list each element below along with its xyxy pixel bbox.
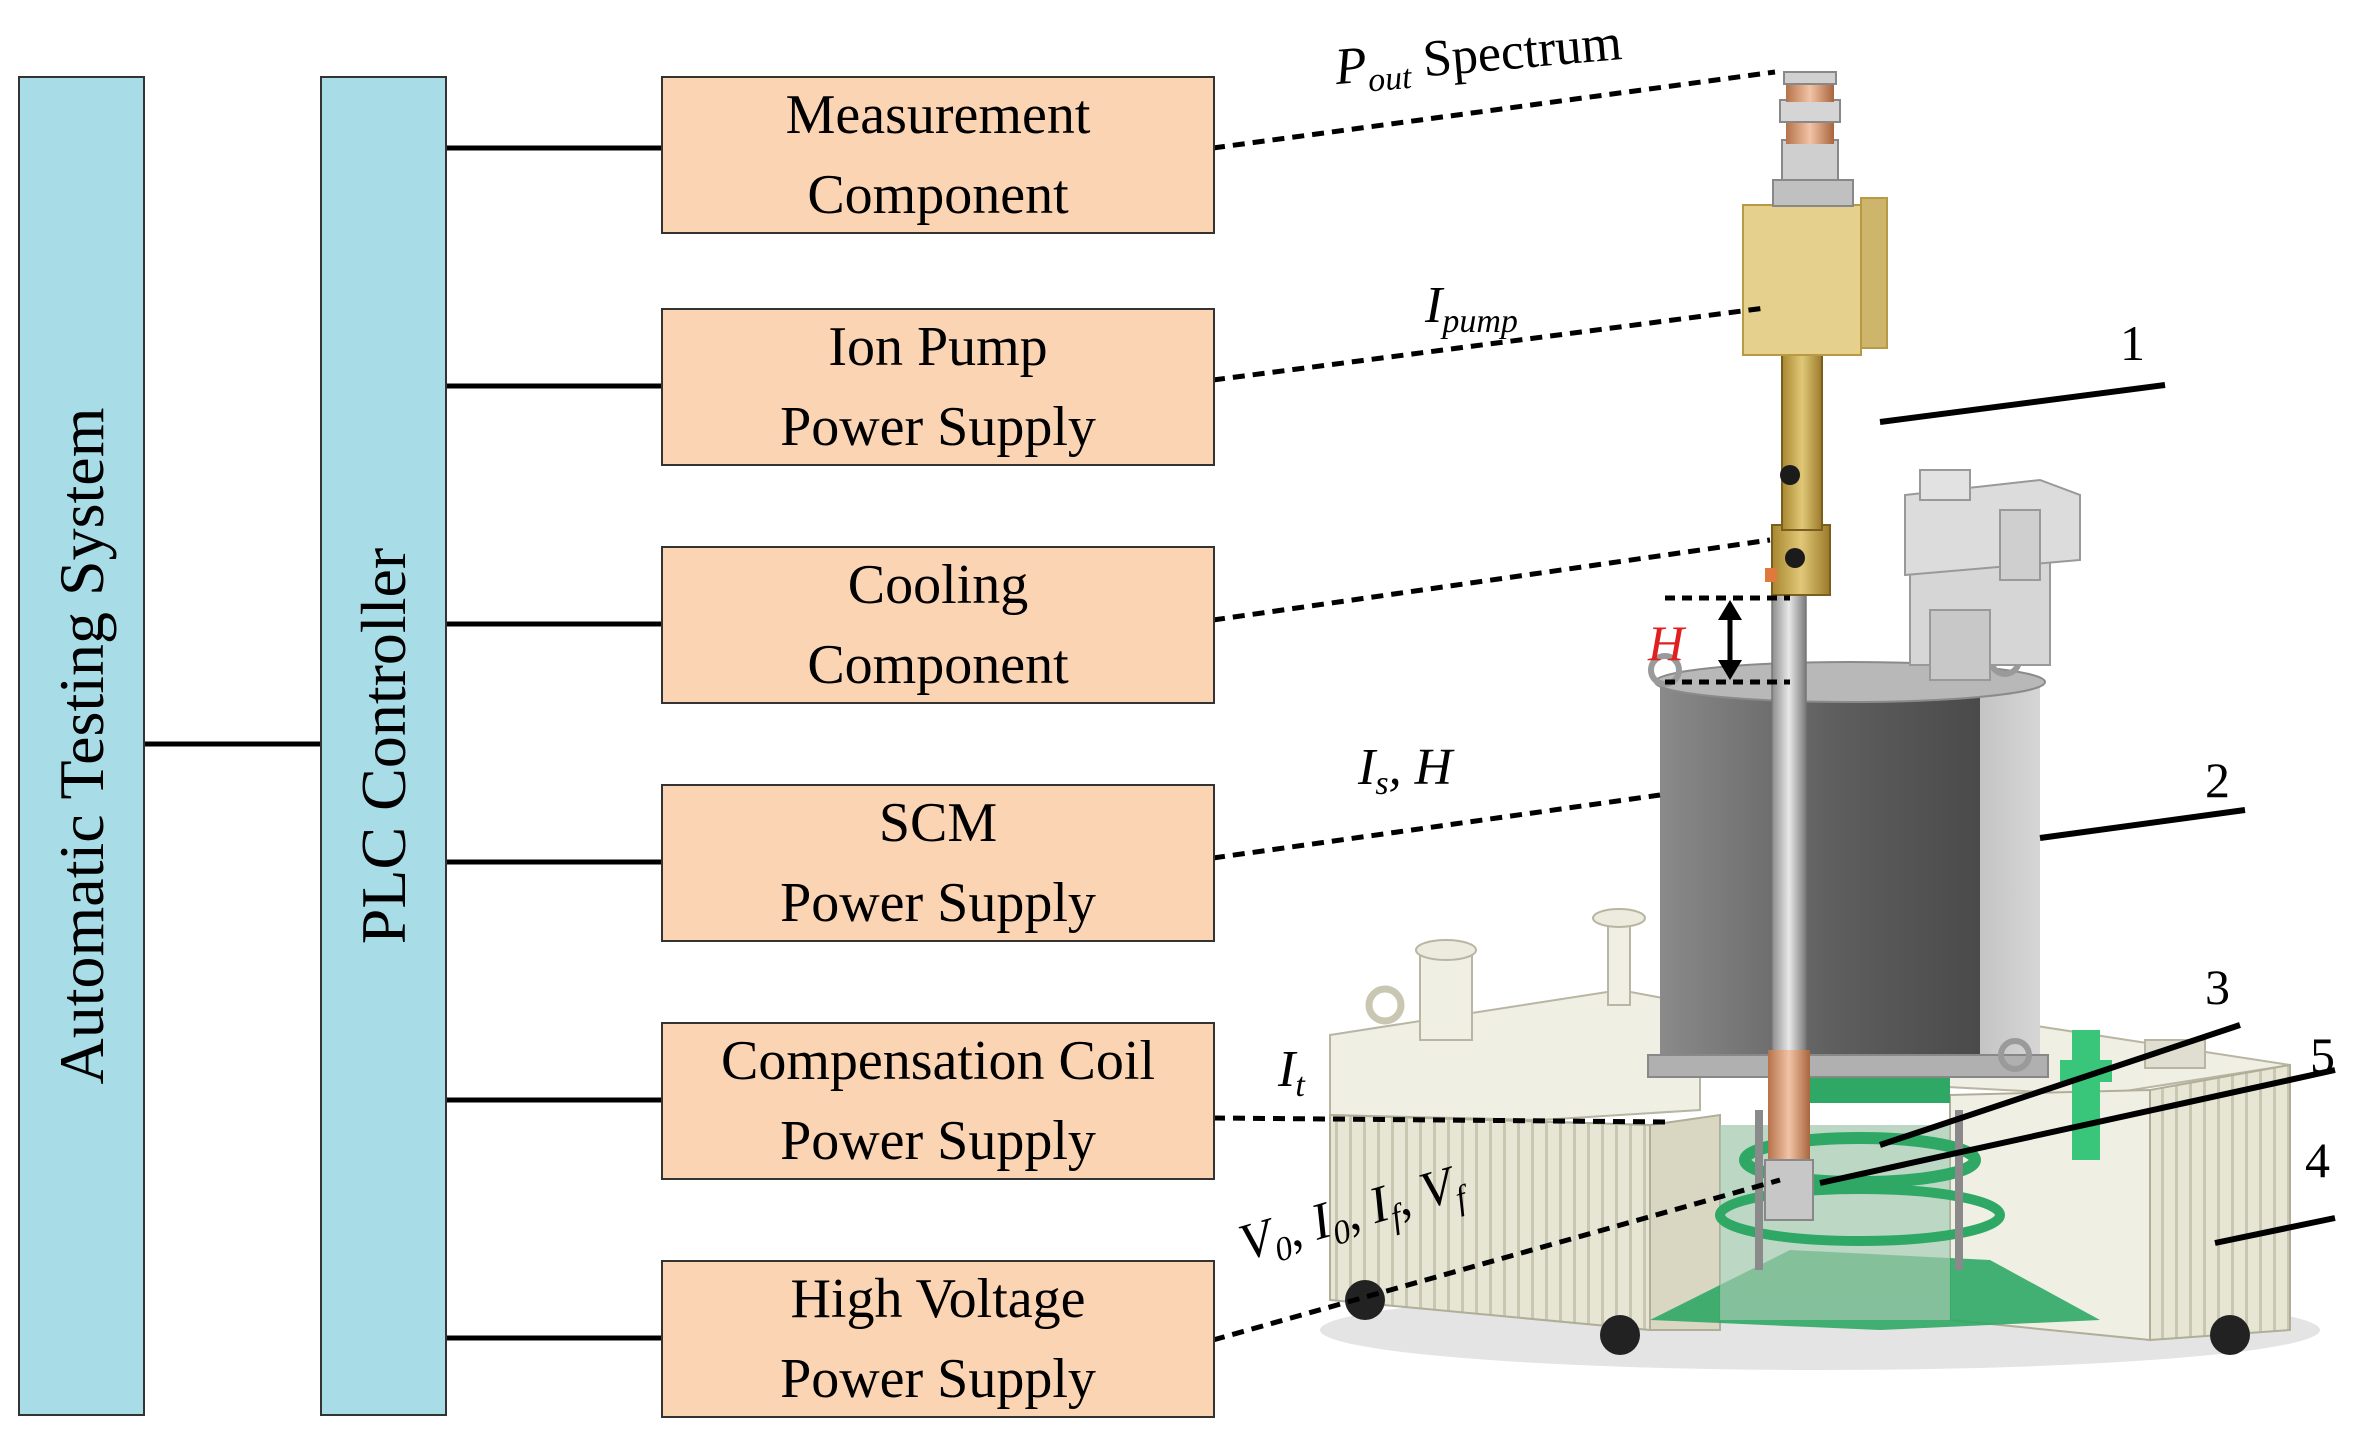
cooling-callout bbox=[1212, 537, 1771, 623]
h-distance-label: H bbox=[1648, 615, 1685, 671]
lifting-eye bbox=[1998, 1038, 2032, 1072]
is-h-label: Is, H bbox=[1358, 739, 1453, 803]
output-copper bbox=[1786, 120, 1834, 144]
measurement-callout bbox=[1212, 69, 1776, 151]
part-leader-1 bbox=[1879, 382, 2166, 425]
part-number-4: 4 bbox=[2305, 1132, 2330, 1188]
center-tube bbox=[1771, 579, 1807, 1101]
it-label: It bbox=[1278, 1041, 1305, 1105]
magnet-bottom-flange bbox=[1647, 1054, 2049, 1078]
compensation-coil-callout bbox=[1212, 1115, 1671, 1125]
part-leader-5 bbox=[1819, 1067, 2336, 1186]
part-number-5: 5 bbox=[2310, 1027, 2335, 1083]
support-rod-1 bbox=[1755, 1110, 1763, 1270]
box-line-2: Power Supply bbox=[780, 1348, 1096, 1410]
automatic-testing-system-bar: Automatic Testing System bbox=[18, 76, 145, 1416]
wheel bbox=[2210, 1315, 2250, 1355]
part-number-1: 1 bbox=[2120, 315, 2145, 371]
magnet-cylinder bbox=[1660, 680, 1980, 1075]
part-leader-2 bbox=[2039, 807, 2246, 841]
box-line-1: Ion Pump bbox=[828, 316, 1048, 378]
cooling-component-box: Cooling Component bbox=[661, 546, 1215, 704]
support-ring-1 bbox=[1739, 1132, 1981, 1188]
scm-power-supply-box: SCM Power Supply bbox=[661, 784, 1215, 942]
part-leader-3 bbox=[1879, 1022, 2241, 1148]
cryocooler-column bbox=[1929, 609, 1991, 681]
measurement-component-box: Measurement Component bbox=[661, 76, 1215, 234]
housing-post bbox=[1419, 949, 1473, 1041]
part-leader-4 bbox=[2214, 1215, 2336, 1246]
ion-pump-side bbox=[1860, 197, 1888, 349]
box-line-1: High Voltage bbox=[790, 1268, 1086, 1330]
support-ring-2 bbox=[1715, 1184, 2005, 1246]
high-voltage-power-supply-box: High Voltage Power Supply bbox=[661, 1260, 1215, 1418]
housing-right-side bbox=[2149, 1063, 2291, 1342]
copper-collector bbox=[1768, 1050, 1810, 1160]
plc-controller-bar: PLC Controller bbox=[320, 76, 447, 1416]
cryocooler-fin bbox=[1999, 509, 2041, 581]
port-knob bbox=[1785, 548, 1805, 568]
housing-post-cap bbox=[1592, 908, 1646, 928]
port-knob bbox=[1780, 465, 1800, 485]
support-rod-2 bbox=[1955, 1110, 1963, 1270]
cathode-stack bbox=[1764, 1159, 1814, 1221]
automatic-testing-system-label: Automatic Testing System bbox=[45, 407, 117, 1085]
high-voltage-callout bbox=[1212, 1177, 1781, 1343]
box-line-2: Power Supply bbox=[780, 872, 1096, 934]
scm-callout bbox=[1212, 792, 1661, 861]
part-number-3: 3 bbox=[2205, 959, 2230, 1015]
output-window bbox=[1786, 82, 1834, 102]
ion-pump-power-supply-box: Ion Pump Power Supply bbox=[661, 308, 1215, 466]
box-line-1: Measurement bbox=[785, 84, 1091, 146]
box-line-1: SCM bbox=[878, 792, 998, 854]
ion-pump-callout bbox=[1212, 305, 1766, 383]
wheel bbox=[1345, 1280, 1385, 1320]
compensation-coil-power-supply-box: Compensation Coil Power Supply bbox=[661, 1022, 1215, 1180]
part-number-2: 2 bbox=[2205, 752, 2230, 808]
ion-pump-box bbox=[1742, 204, 1862, 356]
green-tower-cap bbox=[2060, 1060, 2112, 1082]
ipump-label: Ipump bbox=[1425, 277, 1518, 341]
box-line-1: Cooling bbox=[847, 554, 1029, 616]
h-arrow-head-down bbox=[1718, 660, 1742, 680]
box-line-1: Compensation Coil bbox=[721, 1030, 1155, 1092]
cryocooler-cap bbox=[1919, 469, 1971, 501]
box-line-2: Component bbox=[807, 634, 1069, 696]
box-line-2: Power Supply bbox=[780, 396, 1096, 458]
box-line-2: Power Supply bbox=[780, 1110, 1096, 1172]
green-tower bbox=[2072, 1030, 2100, 1160]
output-cap bbox=[1783, 71, 1837, 85]
housing-post-cap bbox=[1415, 939, 1477, 961]
wheel bbox=[1600, 1315, 1640, 1355]
box-line-2: Component bbox=[807, 164, 1069, 226]
copper-nozzle bbox=[1765, 568, 1777, 582]
plc-controller-label: PLC Controller bbox=[347, 547, 419, 945]
lifting-eye bbox=[1365, 985, 1405, 1025]
brass-tube bbox=[1781, 329, 1823, 531]
housing-left-side bbox=[1649, 1113, 1721, 1331]
h-arrow-head-up bbox=[1718, 600, 1742, 620]
